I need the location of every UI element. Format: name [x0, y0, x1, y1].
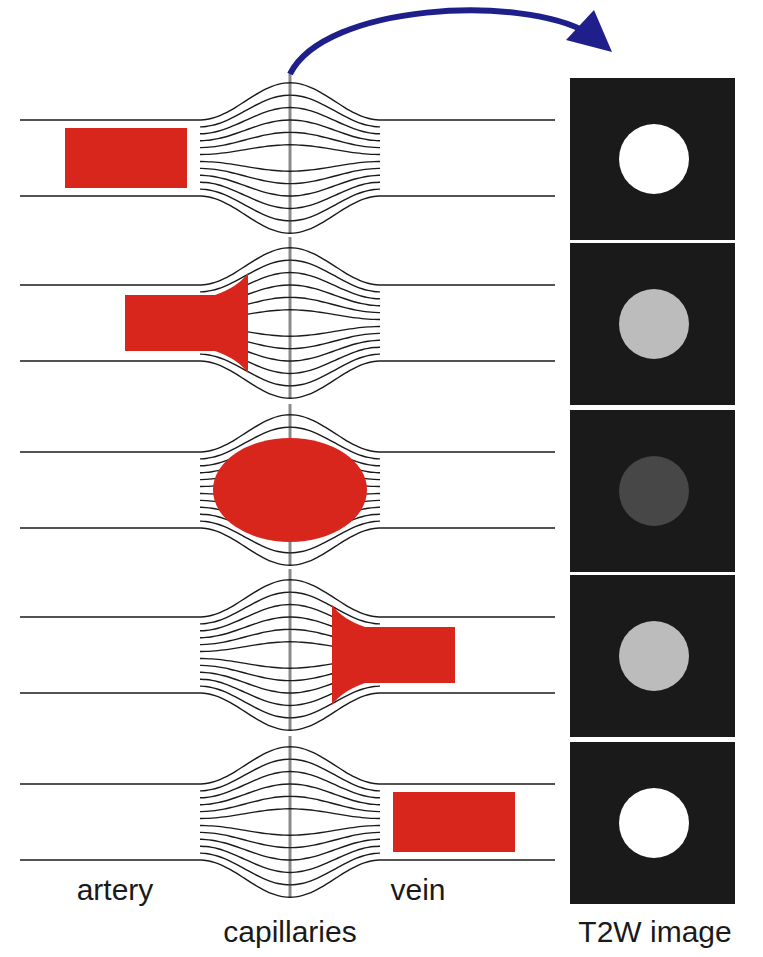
capillary-curve	[200, 839, 380, 860]
vessel-wall	[380, 783, 555, 785]
capillary-curve	[200, 825, 380, 835]
vessel-wall	[20, 692, 200, 694]
vessel-row	[20, 569, 555, 731]
t2w-signal	[619, 124, 689, 194]
t2w-frame	[570, 78, 735, 240]
capillary-curve	[200, 168, 380, 183]
capillary-curve	[200, 196, 380, 233]
contrast-bolus	[125, 273, 248, 373]
capillary-curve	[200, 83, 380, 120]
t2w-signal	[619, 621, 689, 691]
capillary-curve	[200, 260, 380, 292]
vessel-wall	[20, 284, 200, 286]
capillary-curve	[200, 693, 380, 730]
capillary-curve	[200, 747, 380, 784]
capillary-curve	[200, 772, 380, 798]
capillary-curve	[200, 580, 380, 617]
capillary-midline	[289, 736, 292, 898]
capillary-curve	[200, 784, 380, 805]
vessel-wall	[380, 451, 555, 453]
vessel-wall	[20, 119, 200, 121]
contrast-bolus	[393, 792, 515, 852]
capillary-curve	[200, 108, 380, 134]
t2w-frame	[570, 742, 735, 904]
vessel-wall	[380, 859, 555, 861]
t2w-signal	[619, 788, 689, 858]
vessel-row	[20, 237, 555, 399]
vessel-wall	[20, 783, 200, 785]
contrast-bolus	[65, 128, 187, 188]
capillary-curve	[200, 361, 380, 398]
part-label: artery	[77, 872, 154, 908]
arrow-head	[566, 10, 612, 52]
contrast-bolus	[332, 605, 455, 705]
vessel-wall	[380, 692, 555, 694]
vessel-wall	[20, 360, 200, 362]
capillary-curve	[200, 354, 380, 386]
vessel-wall	[380, 195, 555, 197]
vessel-wall	[20, 195, 200, 197]
capillary-curve	[200, 832, 380, 847]
vessel-row	[20, 72, 555, 234]
t2w-signal	[619, 289, 689, 359]
part-label: capillaries	[223, 914, 356, 950]
t2w-frame	[570, 410, 735, 572]
vessel-wall	[380, 360, 555, 362]
vessel-wall	[20, 527, 200, 529]
capillary-curve	[200, 248, 380, 285]
vessel-wall	[380, 119, 555, 121]
capillary-midline	[289, 72, 292, 234]
vessel-wall	[380, 527, 555, 529]
vessel-wall	[380, 616, 555, 618]
capillary-curve	[200, 120, 380, 141]
capillary-curve	[200, 189, 380, 221]
capillary-curve	[200, 853, 380, 885]
capillary-midline	[289, 237, 292, 399]
vessel-wall	[20, 616, 200, 618]
t2w-frame	[570, 243, 735, 405]
t2w-frame	[570, 575, 735, 737]
part-label: T2W image	[578, 914, 731, 950]
capillary-curve	[200, 592, 380, 624]
capillary-curve	[200, 860, 380, 897]
contrast-bolus	[213, 438, 367, 542]
capillary-curve	[200, 686, 380, 718]
part-label: vein	[390, 872, 445, 908]
capillary-curve	[200, 809, 380, 819]
vessel-row	[20, 404, 555, 566]
capillary-curve	[200, 759, 380, 791]
capillary-curve	[200, 175, 380, 196]
capillary-midline	[289, 569, 292, 731]
vessel-wall	[20, 859, 200, 861]
vessel-wall	[380, 284, 555, 286]
pointer-arrow	[290, 10, 588, 74]
t2w-signal	[619, 456, 689, 526]
vessel-wall	[20, 451, 200, 453]
capillary-curve	[200, 145, 380, 155]
capillary-curve	[200, 161, 380, 171]
capillary-curve	[200, 95, 380, 127]
